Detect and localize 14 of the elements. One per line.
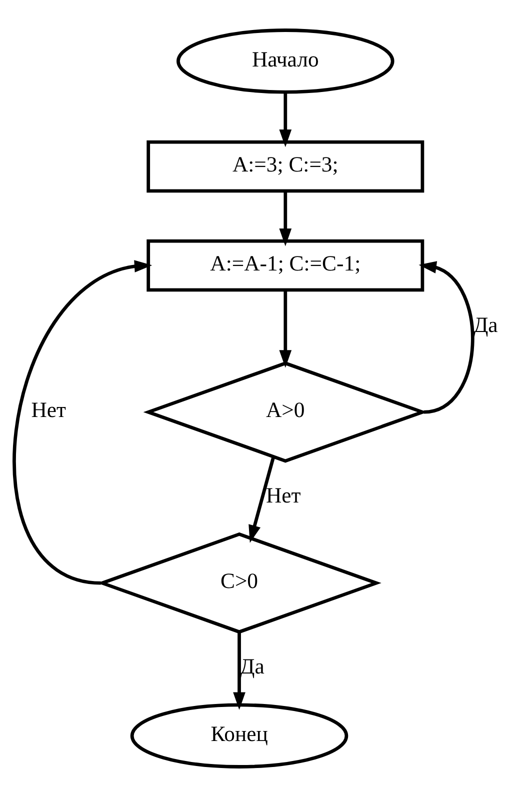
arrow [248,456,276,542]
edge-label: Да [473,312,498,336]
arrow [12,260,152,584]
node-box: A:=A-1; C:=C-1; [146,238,424,292]
node-box: A:=3; C:=3; [146,140,424,192]
node-ellipse: Конец [130,702,348,768]
edge-label: Нет [31,398,66,422]
arrow [279,190,292,246]
node-ellipse: Начало [176,28,394,94]
edge-label: Нет [266,483,301,508]
arrow [418,260,474,414]
arrow [279,92,292,147]
arrow [233,631,246,710]
arrow [279,290,292,368]
